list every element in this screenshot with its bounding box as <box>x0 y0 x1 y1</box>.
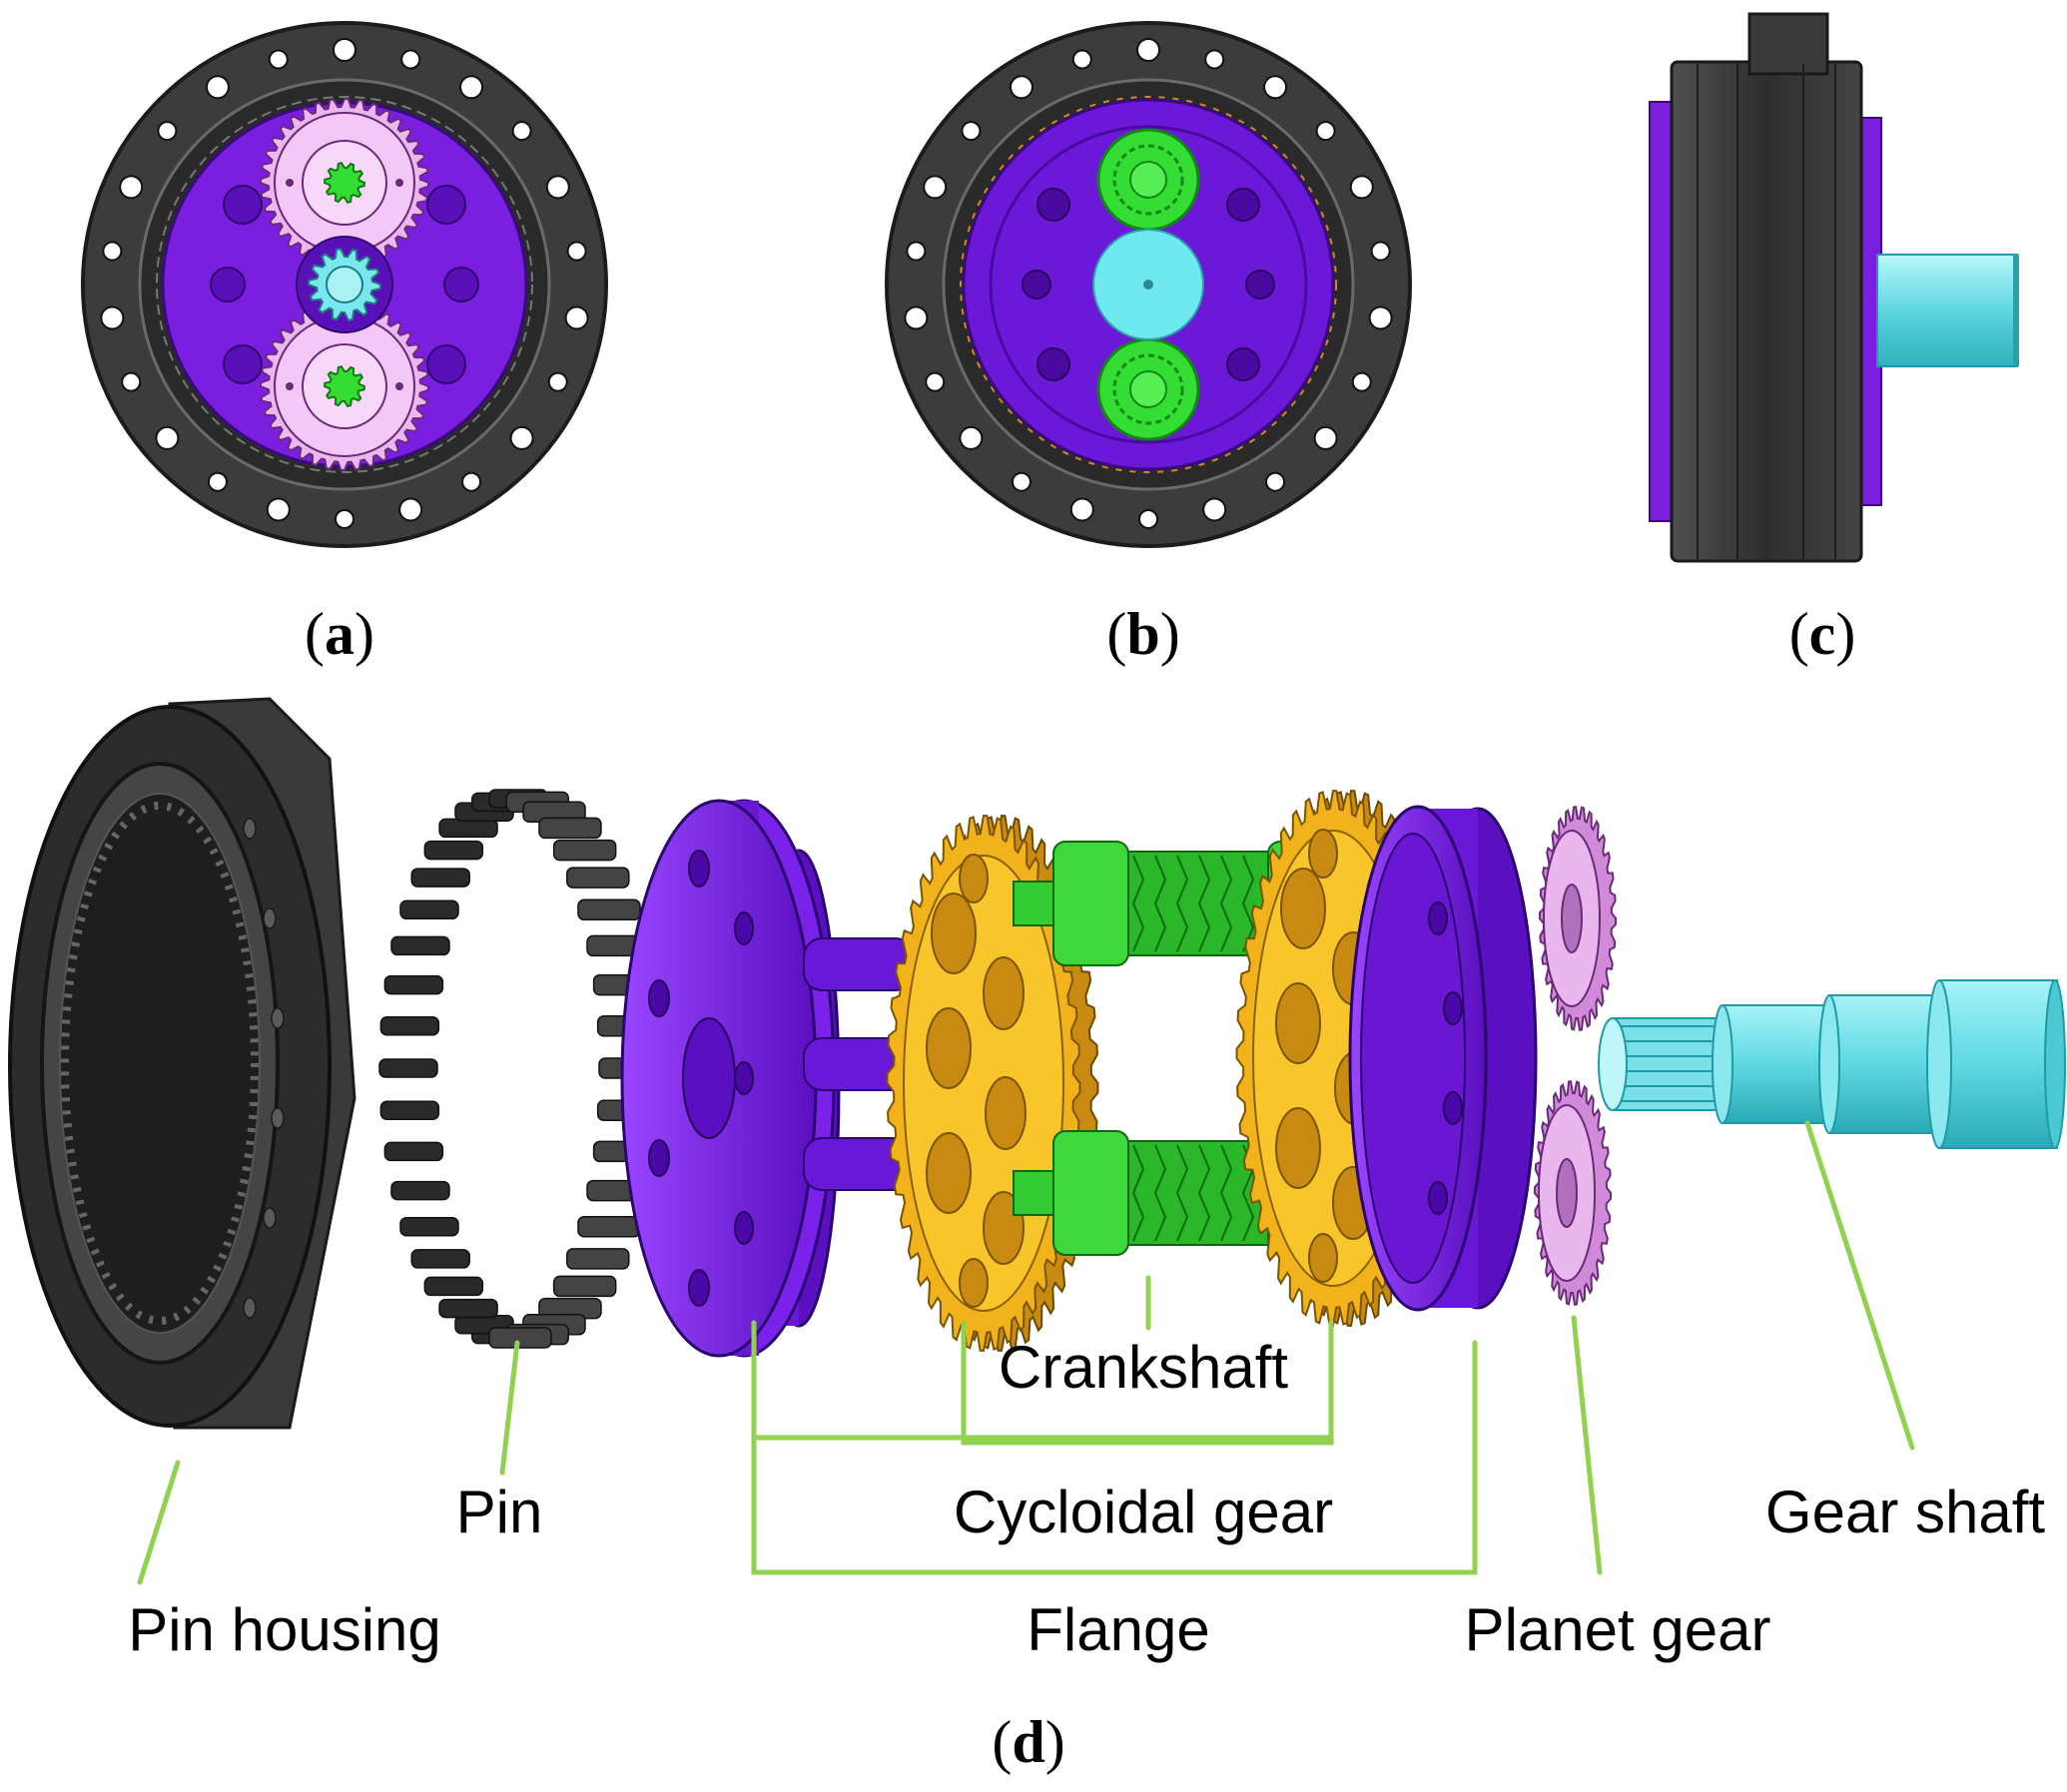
panel-label-a: (a) <box>305 601 374 667</box>
planet-gear-bottom <box>1533 1080 1613 1306</box>
leader-lines <box>137 1120 1915 1585</box>
label-crankshaft: Crankshaft <box>999 1334 1288 1401</box>
panel-label-c: (c) <box>1789 601 1856 667</box>
crankshaft-end-b-top <box>1096 128 1200 232</box>
gear-shaft <box>1598 979 2066 1149</box>
sun-gear-a <box>296 236 393 333</box>
label-flange: Flange <box>1027 1596 1209 1663</box>
cycloidal-gear-left <box>886 814 1099 1353</box>
panel-label-d: (d) <box>992 1709 1064 1775</box>
bolt-holes-a <box>100 38 589 529</box>
view-d <box>8 697 2066 1430</box>
gear-shaft-end-b <box>1092 229 1204 340</box>
pin-housing <box>8 697 356 1430</box>
gear-shaft-side <box>1876 254 2018 367</box>
label-pin-housing: Pin housing <box>128 1596 441 1663</box>
label-gear-shaft: Gear shaft <box>1765 1479 2045 1545</box>
label-planet-gear: Planet gear <box>1465 1596 1771 1663</box>
view-b <box>885 21 1412 548</box>
planet-gear-a-top <box>259 97 430 269</box>
planet-gear-a-bottom <box>259 300 430 472</box>
flange-right <box>1348 805 1538 1312</box>
pins <box>378 789 662 1349</box>
label-cycloidal-gear: Cycloidal gear <box>954 1479 1333 1545</box>
planet-gear-top <box>1538 806 1618 1031</box>
flange-left <box>620 799 841 1358</box>
view-c <box>1649 12 2019 563</box>
crankshaft-end-b-bottom <box>1096 337 1200 441</box>
bolt-holes-b <box>904 38 1393 529</box>
pin-housing-side <box>1670 60 1863 563</box>
view-a <box>81 21 608 548</box>
label-pin: Pin <box>456 1479 543 1545</box>
panel-label-b: (b) <box>1106 601 1179 667</box>
